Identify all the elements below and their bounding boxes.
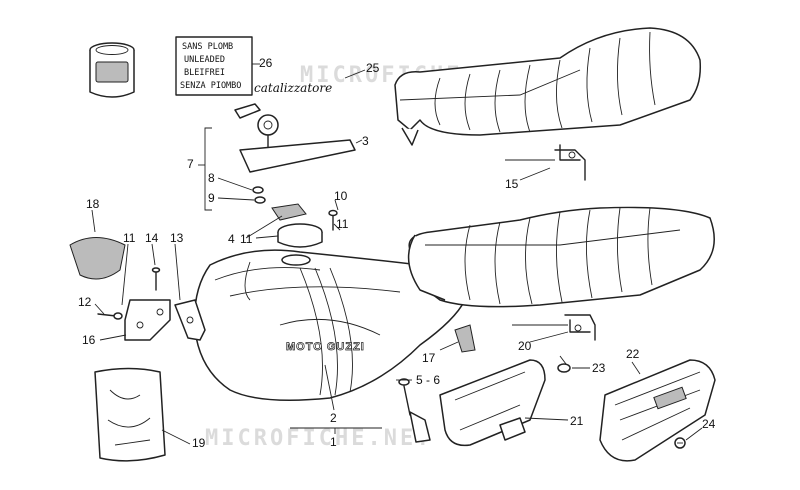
callout-25: 25 [366,61,380,75]
callout-3: 3 [362,134,369,148]
callout-18: 18 [86,197,100,211]
watermark-bottom: MICROFICHE.NET [205,426,432,451]
callout-11-top: 11 [336,217,349,231]
callout-9: 9 [208,191,215,205]
label-line-1: SANS PLOMB [182,42,233,52]
screw-24 [674,437,686,449]
callout-17: 17 [422,351,436,365]
document-bag [94,367,166,462]
screw-16 [97,312,123,320]
callout-26: 26 [259,56,273,70]
callout-10: 10 [334,189,348,203]
seat-upper [394,27,702,146]
callout-14: 14 [145,231,159,245]
tank-rear-bracket [174,299,206,341]
label-line-2: UNLEADED [184,55,225,65]
callout-23: 23 [592,361,606,375]
callout-19: 19 [192,436,206,450]
filler-lock-assembly [234,103,356,204]
tank-brand-text: MOTO GUZZI [286,341,365,353]
callout-7: 7 [187,157,194,171]
callout-8: 8 [208,171,215,185]
callout-11-left: 11 [123,231,136,245]
callout-12: 4 [228,232,235,246]
callout-2: 2 [330,411,337,425]
callout-24: 24 [702,417,716,431]
side-cover-right [599,359,716,462]
mount-bracket [124,299,171,341]
callout-13: 13 [170,231,184,245]
bolt-14 [151,267,161,291]
callout-16: 12 [78,295,92,309]
seat-lower [407,206,715,308]
callout-15: 16 [82,333,96,347]
callout-20A: 20 [518,339,532,353]
callout-22: 22 [626,347,640,361]
callout-1: 1 [330,435,337,449]
bolt-10 [328,209,338,231]
seat-lower-bracket [512,314,596,341]
catalizzatore-text: catalizzatore [254,81,332,95]
unleaded-label-box: SANS PLOMB UNLEADED BLEIFREI SENZA PIOMB… [175,36,260,96]
side-cover-left [439,359,546,447]
rubber-strap [454,324,476,353]
seat-upper-bracket [505,144,586,181]
label-line-4: SENZA PIOMBO [180,81,241,91]
grommet [557,355,571,373]
callout-5-6: 5 - 6 [416,373,440,387]
callout-4: 11 [240,232,253,246]
label-line-3: BLEIFREI [184,68,225,78]
callout-21: 21 [570,414,584,428]
fuel-tank [193,249,467,401]
foam-pad [69,237,126,280]
filler-gasket [271,203,307,221]
paint-can [89,42,135,98]
callout-20: 15 [505,177,519,191]
fuel-cap [277,223,323,248]
fuel-tap [398,378,431,443]
